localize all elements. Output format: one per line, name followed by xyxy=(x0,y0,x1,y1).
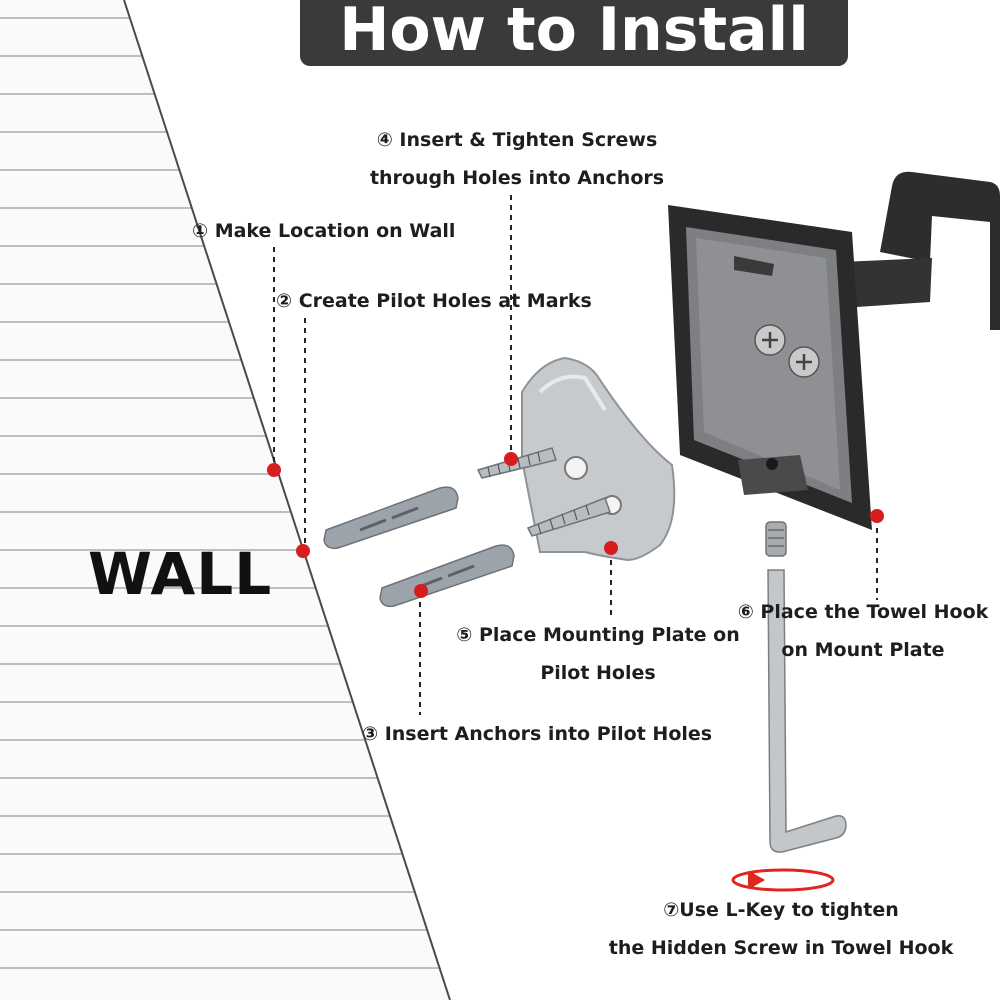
l-key-icon xyxy=(767,569,847,853)
step-6-line-1: ⑥ Place the Towel Hook xyxy=(737,601,989,623)
step-4-label: ④ Insert & Tighten Screws through Holes … xyxy=(356,121,678,197)
step-7-line-1: ⑦Use L-Key to tighten xyxy=(663,899,899,921)
red-markers xyxy=(267,452,884,598)
mounting-plate xyxy=(521,356,676,562)
page-title: How to Install xyxy=(339,0,809,65)
step-1-line-1: ① Make Location on Wall xyxy=(192,220,456,242)
leader-lines xyxy=(273,195,878,715)
hidden-set-screw xyxy=(765,521,787,557)
step-5-line-1: ⑤ Place Mounting Plate on xyxy=(456,624,740,646)
wall-panel xyxy=(0,0,451,1000)
title-bar xyxy=(300,0,848,66)
step-3-line-1: ③ Insert Anchors into Pilot Holes xyxy=(362,723,713,745)
step-7-label: ⑦Use L-Key to tighten the Hidden Screw i… xyxy=(590,891,972,967)
step-2-line-1: ② Create Pilot Holes at Marks xyxy=(276,290,592,312)
step-5-label: ⑤ Place Mounting Plate on Pilot Holes xyxy=(438,616,758,692)
step-2-label: ② Create Pilot Holes at Marks xyxy=(276,282,592,320)
step-3-label: ③ Insert Anchors into Pilot Holes xyxy=(362,715,712,753)
rotate-arrow-icon xyxy=(731,868,835,892)
step-6-label: ⑥ Place the Towel Hook on Mount Plate xyxy=(726,593,1000,669)
wall-anchors xyxy=(323,486,515,608)
step-5-line-2: Pilot Holes xyxy=(540,662,656,684)
wall-label: WALL xyxy=(88,540,273,608)
step-6-line-2: on Mount Plate xyxy=(781,639,945,661)
step-1-label: ① Make Location on Wall xyxy=(192,212,455,250)
step-7-line-2: the Hidden Screw in Towel Hook xyxy=(608,937,954,959)
step-4-line-1: ④ Insert & Tighten Screws xyxy=(376,129,658,151)
screws xyxy=(476,447,611,537)
towel-hook xyxy=(668,171,1000,530)
step-4-line-2: through Holes into Anchors xyxy=(369,167,665,189)
